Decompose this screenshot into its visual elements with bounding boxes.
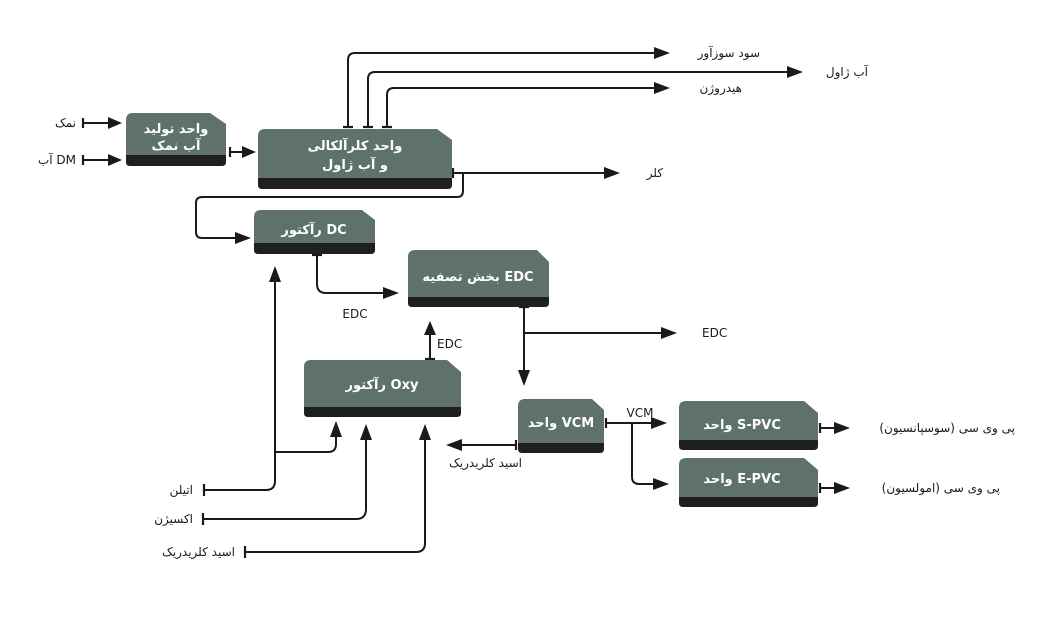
oxy-box-footer	[304, 407, 461, 417]
oxy-box-body	[304, 360, 461, 410]
label-edc-product: EDC	[702, 326, 727, 340]
edc-product-arrowhead	[661, 327, 677, 339]
dc-box-body	[254, 210, 375, 248]
brine-title-line1: واحد تولید	[144, 122, 209, 137]
ethylene-to-dc-line	[204, 280, 276, 491]
label-oxygen: اکسیژن	[154, 512, 193, 527]
brine-title-line2: آب نمک	[152, 137, 201, 154]
label-caustic-soda: سود سوزآور	[697, 45, 760, 61]
arrowheads	[108, 47, 850, 494]
unit-epvc[interactable]: واحد E-PVC	[679, 458, 818, 507]
hcl-recycle-arrowhead	[446, 439, 462, 451]
spvc-title: واحد S-PVC	[703, 418, 781, 433]
ethylene-oxy-arrowhead	[330, 421, 342, 437]
epvc-out-arrowhead	[834, 482, 850, 494]
bleach-arrowhead	[787, 66, 803, 78]
edc-vcm-arrowhead	[518, 370, 530, 386]
dc-edc-arrowhead	[383, 287, 399, 299]
salt-arrowhead	[108, 117, 122, 129]
spvc-box-footer	[679, 440, 818, 450]
brine-arrowhead	[242, 146, 256, 158]
spvc-box-body	[679, 401, 818, 440]
chloralkali-title-line1: واحد کلرآلکالی	[308, 137, 403, 154]
label-dm-water: آب DM	[38, 152, 76, 167]
unit-edc-purification[interactable]: بخش تصفیه EDC	[408, 250, 549, 307]
vcm-box-footer	[518, 443, 604, 453]
oxygen-oxy-arrowhead	[360, 424, 372, 440]
chloralkali-box-footer	[258, 178, 452, 189]
edc-purif-title: بخش تصفیه EDC	[422, 270, 533, 285]
unit-oxy-reactor[interactable]: رآکتور Oxy	[304, 360, 461, 417]
brine-box-body	[126, 113, 226, 160]
caustic-arrowhead	[654, 47, 670, 59]
oxy-title: رآکتور Oxy	[345, 376, 419, 393]
dm-arrowhead	[108, 154, 122, 166]
spvc-out-arrowhead	[834, 422, 850, 434]
label-vcm-stream: VCM	[627, 406, 654, 420]
epvc-box-body	[679, 458, 818, 497]
hydrogen-line	[386, 87, 655, 127]
label-hcl-recycle: اسید کلریدریک	[449, 456, 522, 471]
label-edc-from-oxy: EDC	[437, 337, 462, 351]
stream-labels: نمک آب DM سود سوزآور آب ژاول هیدروژن کلر…	[38, 45, 1015, 560]
edc-purif-box-body	[408, 250, 549, 300]
epvc-title: واحد E-PVC	[703, 472, 780, 487]
hydrogen-arrowhead	[654, 82, 670, 94]
vcm-title: واحد VCM	[528, 416, 595, 431]
vcm-epvc-arrowhead	[653, 478, 669, 490]
chlorine-arrowhead	[604, 167, 620, 179]
caustic-soda-line	[347, 52, 655, 127]
unit-vcm[interactable]: واحد VCM	[518, 399, 604, 453]
oxy-edc-arrowhead	[424, 321, 436, 335]
ethylene-to-oxy-line	[275, 435, 337, 453]
label-s-pvc-product: پی وی سی (سوسپانسیون)	[879, 421, 1015, 436]
dc-box-footer	[254, 243, 375, 254]
edc-purif-box-footer	[408, 297, 549, 307]
chloralkali-box-body	[258, 129, 452, 182]
unit-dc-reactor[interactable]: رآکتور DC	[254, 210, 375, 254]
hcl-to-oxy-line	[245, 438, 426, 553]
chloralkali-title-line2: و آب ژاول	[322, 156, 388, 173]
label-ethylene: اتیلن	[170, 483, 193, 498]
unit-chloralkali[interactable]: واحد کلرآلکالی و آب ژاول	[258, 129, 452, 189]
chlorine-to-dc-line	[195, 173, 464, 239]
label-hydrogen: هیدروژن	[700, 81, 742, 96]
ethylene-dc-arrowhead	[269, 266, 281, 282]
chlorine-dc-arrowhead	[235, 232, 251, 244]
unit-spvc[interactable]: واحد S-PVC	[679, 401, 818, 450]
unit-brine-production[interactable]: واحد تولید آب نمک	[126, 113, 226, 166]
epvc-box-footer	[679, 497, 818, 507]
bleach-line	[367, 71, 788, 127]
vcm-box-body	[518, 399, 604, 445]
label-salt: نمک	[55, 116, 76, 130]
label-bleach: آب ژاول	[826, 64, 869, 80]
label-edc-from-dc: EDC	[342, 307, 367, 321]
dc-title: رآکتور DC	[280, 221, 346, 238]
hcl-oxy-arrowhead	[419, 424, 431, 440]
label-e-pvc-product: پی وی سی (امولسیون)	[882, 481, 1000, 496]
dc-to-edc-line	[316, 255, 385, 294]
vcm-spvc-arrowhead	[651, 417, 667, 429]
label-chlorine: کلر	[646, 166, 664, 181]
oxygen-to-oxy-line	[203, 438, 367, 520]
connectors	[81, 52, 836, 558]
brine-box-footer	[126, 155, 226, 166]
vcm-to-epvc-line	[631, 423, 655, 485]
label-hcl-input: اسید کلریدریک	[162, 545, 235, 560]
